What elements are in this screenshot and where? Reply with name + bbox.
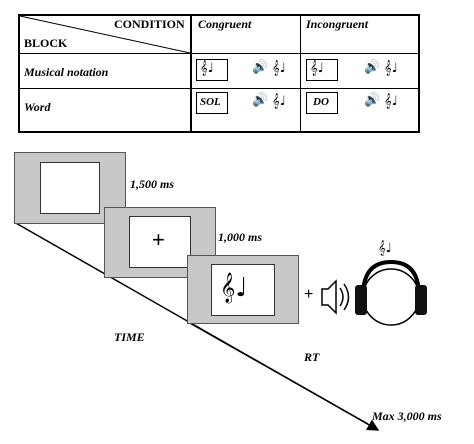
duration-1500: 1,500 ms: [130, 177, 175, 191]
screen-stimulus-inner: 𝄞♩: [211, 264, 275, 316]
time-label: TIME: [114, 330, 145, 344]
plus-sign: +: [304, 286, 314, 303]
word-sol: SOL: [200, 96, 221, 108]
screen-fixation-inner: +: [129, 216, 191, 268]
row-musical-notation: Musical notation: [24, 65, 109, 79]
screen-blank-inner: [40, 162, 100, 214]
screen-stimulus: 𝄞♩: [187, 255, 299, 324]
condition-header: CONDITION: [114, 17, 185, 31]
word-incongruent-card: DO: [306, 92, 338, 114]
treble-clef-icon: 𝄞♩: [384, 61, 398, 76]
treble-clef-icon: 𝄞♩: [310, 61, 324, 76]
treble-clef-icon: 𝄞♩: [272, 94, 286, 109]
speaker-icon: 🔊: [364, 60, 381, 75]
table-hline-2: [18, 88, 418, 89]
rt-label: RT: [304, 350, 320, 364]
speaker-icon: 🔊: [252, 93, 269, 108]
row-word: Word: [24, 100, 51, 114]
table-hline-1: [18, 53, 418, 54]
music-note-icon: 𝄞♩: [378, 241, 392, 256]
word-do: DO: [313, 96, 329, 108]
musical-incongruent-card: 𝄞♩: [306, 59, 338, 81]
fixation-cross: +: [152, 227, 165, 252]
treble-clef-icon: 𝄞♩: [272, 61, 286, 76]
speaker-icon: 🔊: [364, 93, 381, 108]
word-congruent-card: SOL: [196, 92, 228, 114]
block-header: BLOCK: [24, 36, 68, 50]
treble-clef-icon: 𝄞♩: [200, 61, 214, 76]
col-congruent-header: Congruent: [198, 17, 252, 31]
treble-clef-icon: 𝄞♩: [220, 273, 248, 303]
max-label: Max 3,000 ms: [372, 409, 442, 423]
musical-congruent-card: 𝄞♩: [196, 59, 228, 81]
condition-table: [18, 14, 420, 133]
col-incongruent-header: Incongruent: [306, 17, 369, 31]
treble-clef-icon: 𝄞♩: [384, 94, 398, 109]
speaker-icon: 🔊: [252, 60, 269, 75]
table-vline-2: [300, 14, 301, 131]
table-vline-1: [190, 14, 192, 131]
duration-1000: 1,000 ms: [218, 230, 263, 244]
rt-axis-line: [187, 321, 369, 425]
